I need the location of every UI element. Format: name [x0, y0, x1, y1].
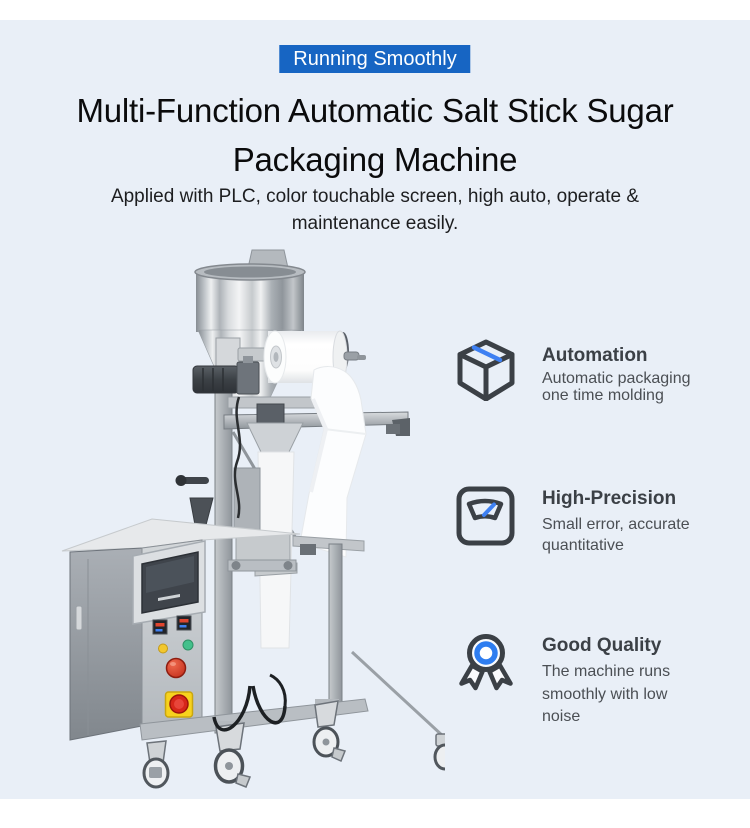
caster-wheel [142, 740, 170, 789]
emergency-stop-button [164, 691, 194, 718]
caster-wheel [312, 699, 347, 763]
temperature-controllers [152, 615, 192, 635]
indicator-light-yellow [158, 643, 168, 654]
page-title: Multi-Function Automatic Salt Stick Suga… [0, 86, 750, 184]
touch-screen [141, 551, 199, 614]
film-web [299, 366, 367, 558]
feature-desc-line: smoothly with low [542, 685, 668, 703]
feature-automation: Automation Automatic packaging one time … [542, 345, 747, 404]
feature-title: Good Quality [542, 635, 662, 656]
feature-title: High-Precision [542, 488, 677, 509]
indicator-light-green [182, 639, 194, 651]
feature-desc-line: Small error, accurate [542, 516, 690, 533]
page-title-line2: Packaging Machine [232, 141, 518, 178]
feature-title: Automation [542, 345, 648, 366]
feature-desc-line: Automatic packaging [542, 370, 691, 387]
page-title-line1: Multi-Function Automatic Salt Stick Suga… [76, 92, 674, 129]
feature-high-precision: High-Precision Small error, accurate qua… [542, 488, 747, 556]
box-icon [455, 337, 517, 406]
page-subtitle-line2: maintenance easily. [291, 213, 459, 234]
feature-desc-line: quantitative [542, 537, 624, 554]
scale-icon [455, 484, 515, 551]
base-frame [139, 650, 445, 741]
caster-wheel [433, 733, 445, 771]
power-button [165, 657, 187, 679]
feature-desc-line: The machine runs [542, 663, 671, 680]
packaging-machine-photo [61, 249, 445, 789]
feature-desc-line: noise [542, 708, 581, 725]
feature-good-quality: Good Quality The machine runs smoothly w… [542, 635, 747, 729]
page-subtitle-line1: Applied with PLC, color touchable screen… [110, 186, 640, 207]
feature-desc-line: one time molding [542, 386, 664, 404]
page-subtitle: Applied with PLC, color touchable screen… [0, 183, 750, 237]
medal-icon [455, 628, 517, 705]
promo-badge: Running Smoothly [279, 45, 471, 73]
cables [212, 673, 287, 732]
control-cabinet [61, 518, 301, 741]
